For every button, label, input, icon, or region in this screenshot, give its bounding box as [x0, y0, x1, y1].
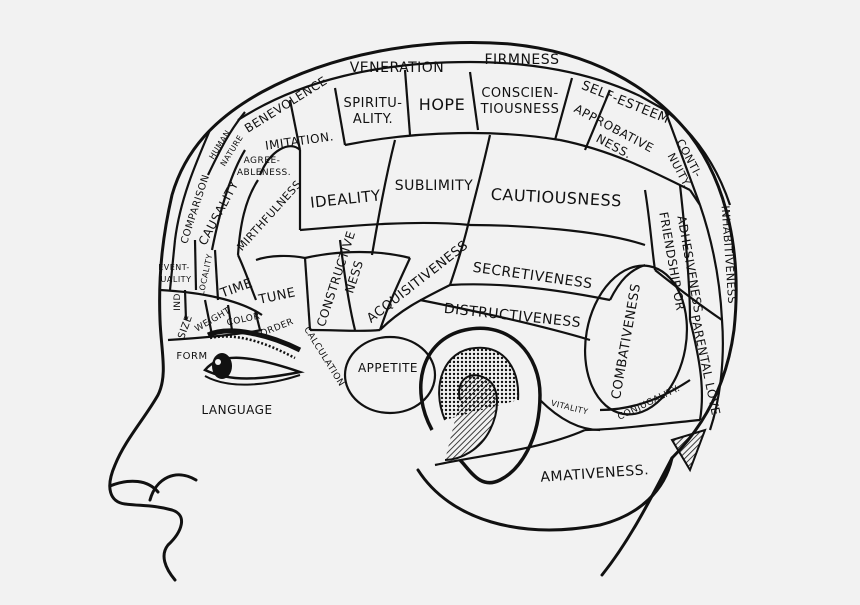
hatched-region	[670, 428, 707, 473]
region-boundaries	[159, 60, 732, 467]
label-firmness: FIRMNESS	[484, 52, 559, 68]
label-agreeableness-1: AGREE-	[244, 156, 281, 166]
label-form: FORM	[176, 351, 207, 362]
label-combativeness: COMBATIVENESS	[609, 282, 644, 400]
neck-lines	[416, 456, 674, 577]
label-tune: TUNE	[256, 285, 297, 308]
label-spirituality-1: SPIRITU-	[344, 96, 403, 111]
label-mirthfulness: MIRTHFULNESS	[234, 178, 304, 254]
label-parental-love: PARENTAL LOVE.	[688, 313, 724, 420]
label-individuality: IND	[173, 293, 183, 311]
label-amativeness: AMATIVENESS.	[540, 462, 650, 486]
label-inhabitiveness: INHABITIVENESS	[719, 205, 739, 304]
label-eventuality-1: EVENT-	[158, 263, 190, 272]
label-conscientiousness-2: TIOUSNESS	[480, 102, 560, 117]
label-conscientiousness-1: CONSCIEN-	[481, 86, 558, 101]
label-cautiousness: CAUTIOUSNESS	[490, 185, 622, 211]
head-outline	[108, 41, 738, 582]
label-locality: LOCALITY	[197, 253, 215, 296]
region-labels: FIRMNESS VENERATION SELF-ESTEEM BENEVOLE…	[158, 52, 738, 486]
label-size: SIZE	[176, 314, 195, 341]
eye	[203, 328, 305, 386]
label-sublimity: SUBLIMITY	[395, 178, 473, 194]
label-hope: HOPE	[419, 95, 465, 114]
label-eventuality-2: UALITY	[161, 275, 192, 284]
label-benevolence: BENEVOLENCE	[242, 74, 330, 136]
label-distructiveness: DISTRUCTIVENESS	[443, 301, 582, 331]
label-conjugality: CONJUGALITY.	[616, 384, 682, 423]
label-ideality: IDEALITY	[309, 186, 382, 211]
label-spirituality-2: ALITY.	[353, 112, 393, 127]
label-time: TIME	[218, 276, 255, 302]
ear	[419, 326, 542, 485]
label-agreeableness-2: ABLENESS.	[237, 168, 291, 178]
label-appetite: APPETITE	[358, 361, 418, 375]
label-language: LANGUAGE	[201, 403, 272, 417]
label-veneration: VENERATION	[350, 60, 445, 76]
label-calculation: CALCULATION	[301, 325, 346, 388]
label-order: ORDER	[259, 317, 295, 339]
